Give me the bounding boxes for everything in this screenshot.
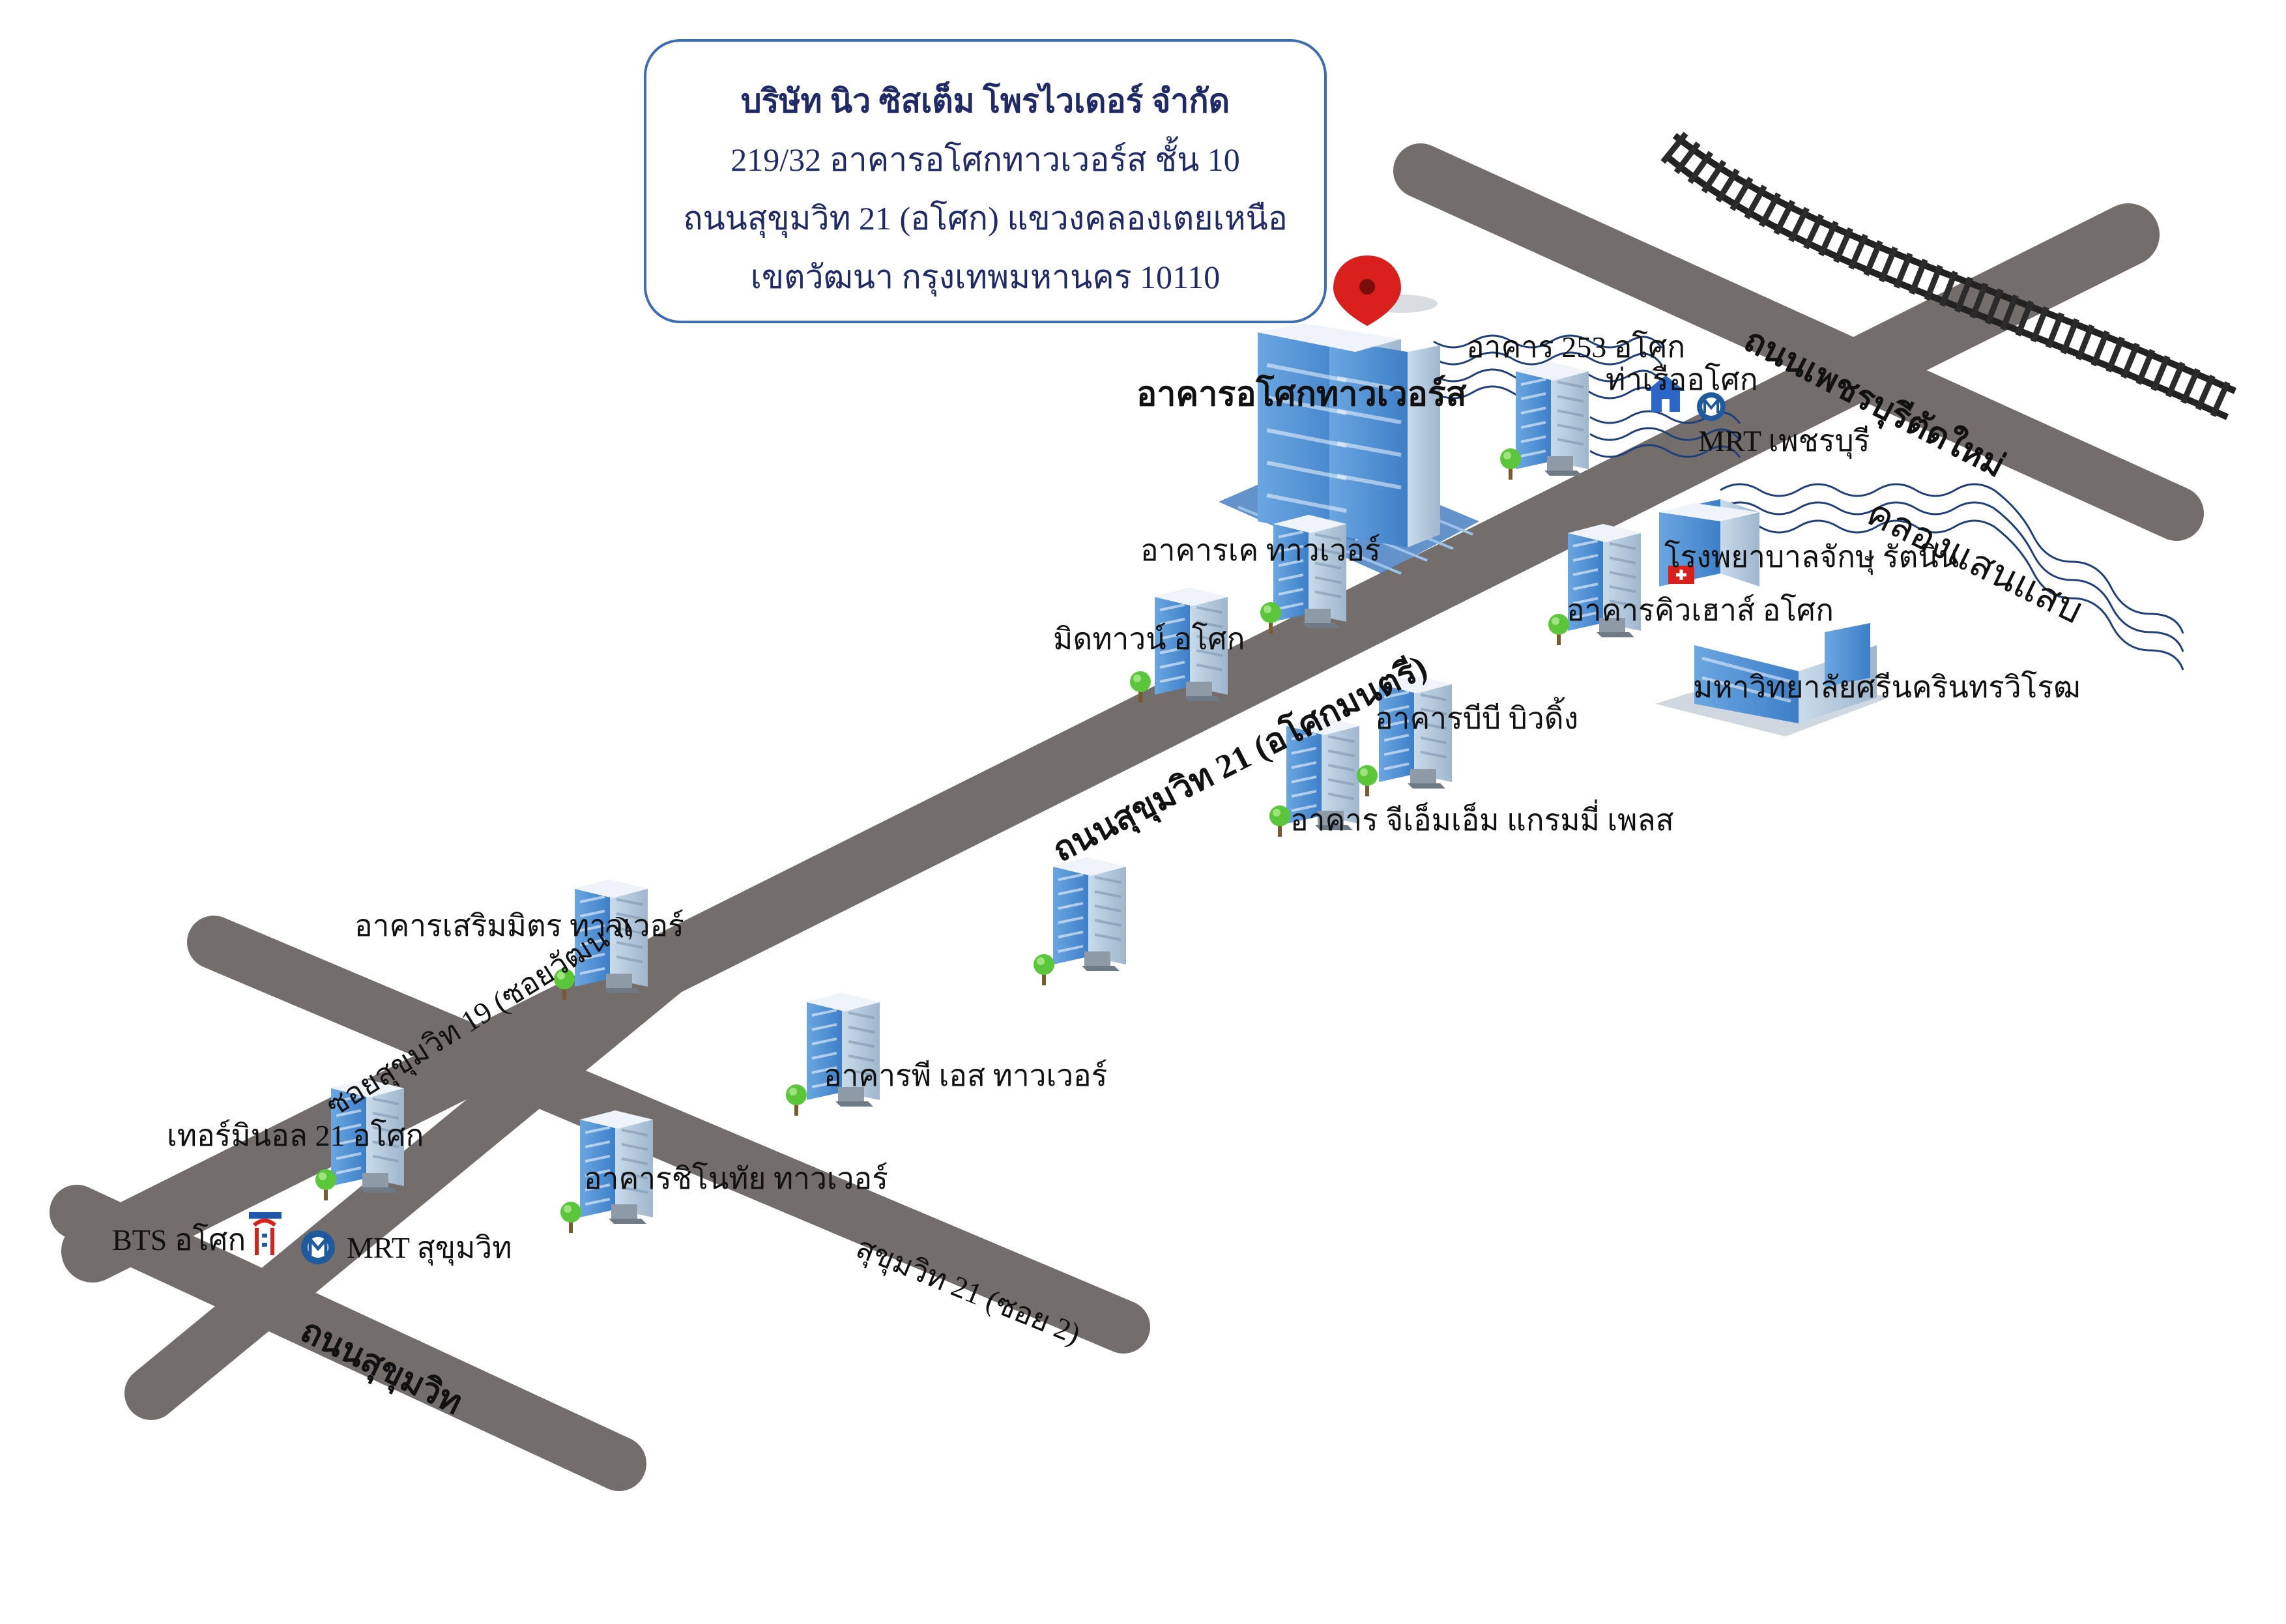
mrt-logo-icon	[1697, 392, 1726, 421]
building-label-midtown: มิดทาวน์ อโศก	[1053, 622, 1245, 656]
building-253-icon	[1514, 361, 1590, 477]
mrt-logo-icon	[301, 1230, 335, 1264]
building-unnamed-icon	[1052, 856, 1127, 972]
building-label-bb: อาคารบีบี บิวดิ้ง	[1375, 702, 1579, 735]
road-sukhumvit	[50, 1185, 646, 1491]
building-label-qhouse: อาคารคิวเฮาส์ อโศก	[1567, 594, 1834, 627]
landmark-label-mrt-sukhumvit: MRT สุขุมวิท	[347, 1231, 512, 1264]
location-pin-icon	[1333, 255, 1401, 326]
canal-waves	[1433, 334, 2184, 671]
house-icon	[1646, 375, 1685, 412]
railway-track-icon	[1660, 132, 2239, 421]
building-label-253: อาคาร 253 อโศก	[1466, 330, 1686, 364]
building-label-ps: อาคารพี เอส ทาวเวอร์	[824, 1059, 1108, 1092]
company-address-line-2: ถนนสุขุมวิท 21 (อโศก) แขวงคลองเตยเหนือ	[683, 200, 1288, 237]
bts-logo-icon	[249, 1212, 282, 1255]
building-label-gmm: อาคาร จีเอ็มเอ็ม แกรมมี่ เพลส	[1290, 804, 1674, 837]
company-info-box: บริษัท นิว ซิสเต็ม โพรไวเดอร์ จำกัด 219/…	[644, 39, 1327, 323]
company-address-line-1: 219/32 อาคารอโศกทาวเวอร์ส ชั้น 10	[731, 141, 1240, 178]
company-name: บริษัท นิว ซิสเต็ม โพรไวเดอร์ จำกัด	[740, 83, 1230, 119]
road-asok-montri	[61, 203, 2160, 1283]
landmark-label-hospital: โรงพยาบาลจักษุ รัตนิน	[1664, 540, 1960, 573]
landmark-label-pier: ท่าเรืออโศก	[1606, 363, 1758, 396]
landmark-label-mrt-phetchaburi: MRT เพชรบุรี	[1698, 424, 1870, 457]
company-address-line-3: เขตวัฒนา กรุงเทพมหานคร 10110	[750, 259, 1221, 295]
road-sukhumvit-soi2	[187, 916, 1150, 1354]
building-label-terminal: เทอร์มินอล 21 อโศก	[167, 1119, 424, 1152]
building-label-serm: อาคารเสริมมิตร ทาวเวอร์	[354, 909, 684, 942]
university-building-icon	[1655, 623, 1890, 736]
target-building-label: อาคารอโศกทาวเวอร์ส	[1136, 376, 1467, 413]
building-label-ktower: อาคารเค ทาวเวอร์	[1140, 534, 1381, 567]
hospital-icon	[1659, 499, 1759, 587]
building-label-chino: อาคารชิโนทัย ทาวเวอร์	[584, 1162, 888, 1195]
roads	[50, 143, 2204, 1491]
asok-towers-building-icon	[1219, 295, 1479, 575]
landmark-label-university: มหาวิทยาลัยศรีนครินทรวิโรฒ	[1693, 671, 2081, 704]
landmark-label-bts: BTS อโศก	[112, 1223, 246, 1256]
road-phetchaburi	[1393, 143, 2204, 541]
